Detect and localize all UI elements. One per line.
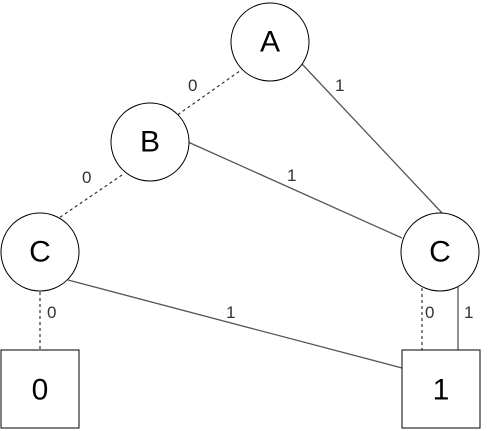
- edge-label-a-b: 0: [188, 76, 197, 95]
- edge-label-b-c-right: 1: [287, 166, 296, 185]
- terminal-one: 1: [401, 349, 481, 429]
- edge-label-a-c-right: 1: [335, 76, 344, 95]
- edge-a-to-b: [175, 67, 245, 117]
- edge-b-to-c-right: [187, 141, 403, 239]
- edge-label-c-left-zero: 0: [47, 303, 56, 322]
- terminal-one-label: 1: [433, 374, 450, 407]
- node-b: B: [110, 102, 190, 182]
- node-c-left: C: [0, 212, 80, 292]
- node-c-right-label: C: [429, 236, 451, 269]
- node-c-left-label: C: [29, 236, 51, 269]
- node-c-right: C: [400, 212, 480, 292]
- edge-label-b-c-left: 0: [82, 168, 91, 187]
- edge-label-c-right-zero: 0: [425, 303, 434, 322]
- node-b-label: B: [140, 126, 160, 159]
- edge-a-to-c-right: [301, 63, 444, 215]
- terminal-zero: 0: [0, 349, 80, 429]
- edge-b-to-c-left: [55, 174, 123, 221]
- edge-label-c-right-one: 1: [464, 303, 473, 322]
- edge-label-c-left-one: 1: [226, 303, 235, 322]
- terminal-zero-label: 0: [32, 374, 49, 407]
- edge-c-left-to-one: [67, 279, 403, 369]
- node-a: A: [230, 2, 310, 82]
- node-a-label: A: [260, 26, 280, 59]
